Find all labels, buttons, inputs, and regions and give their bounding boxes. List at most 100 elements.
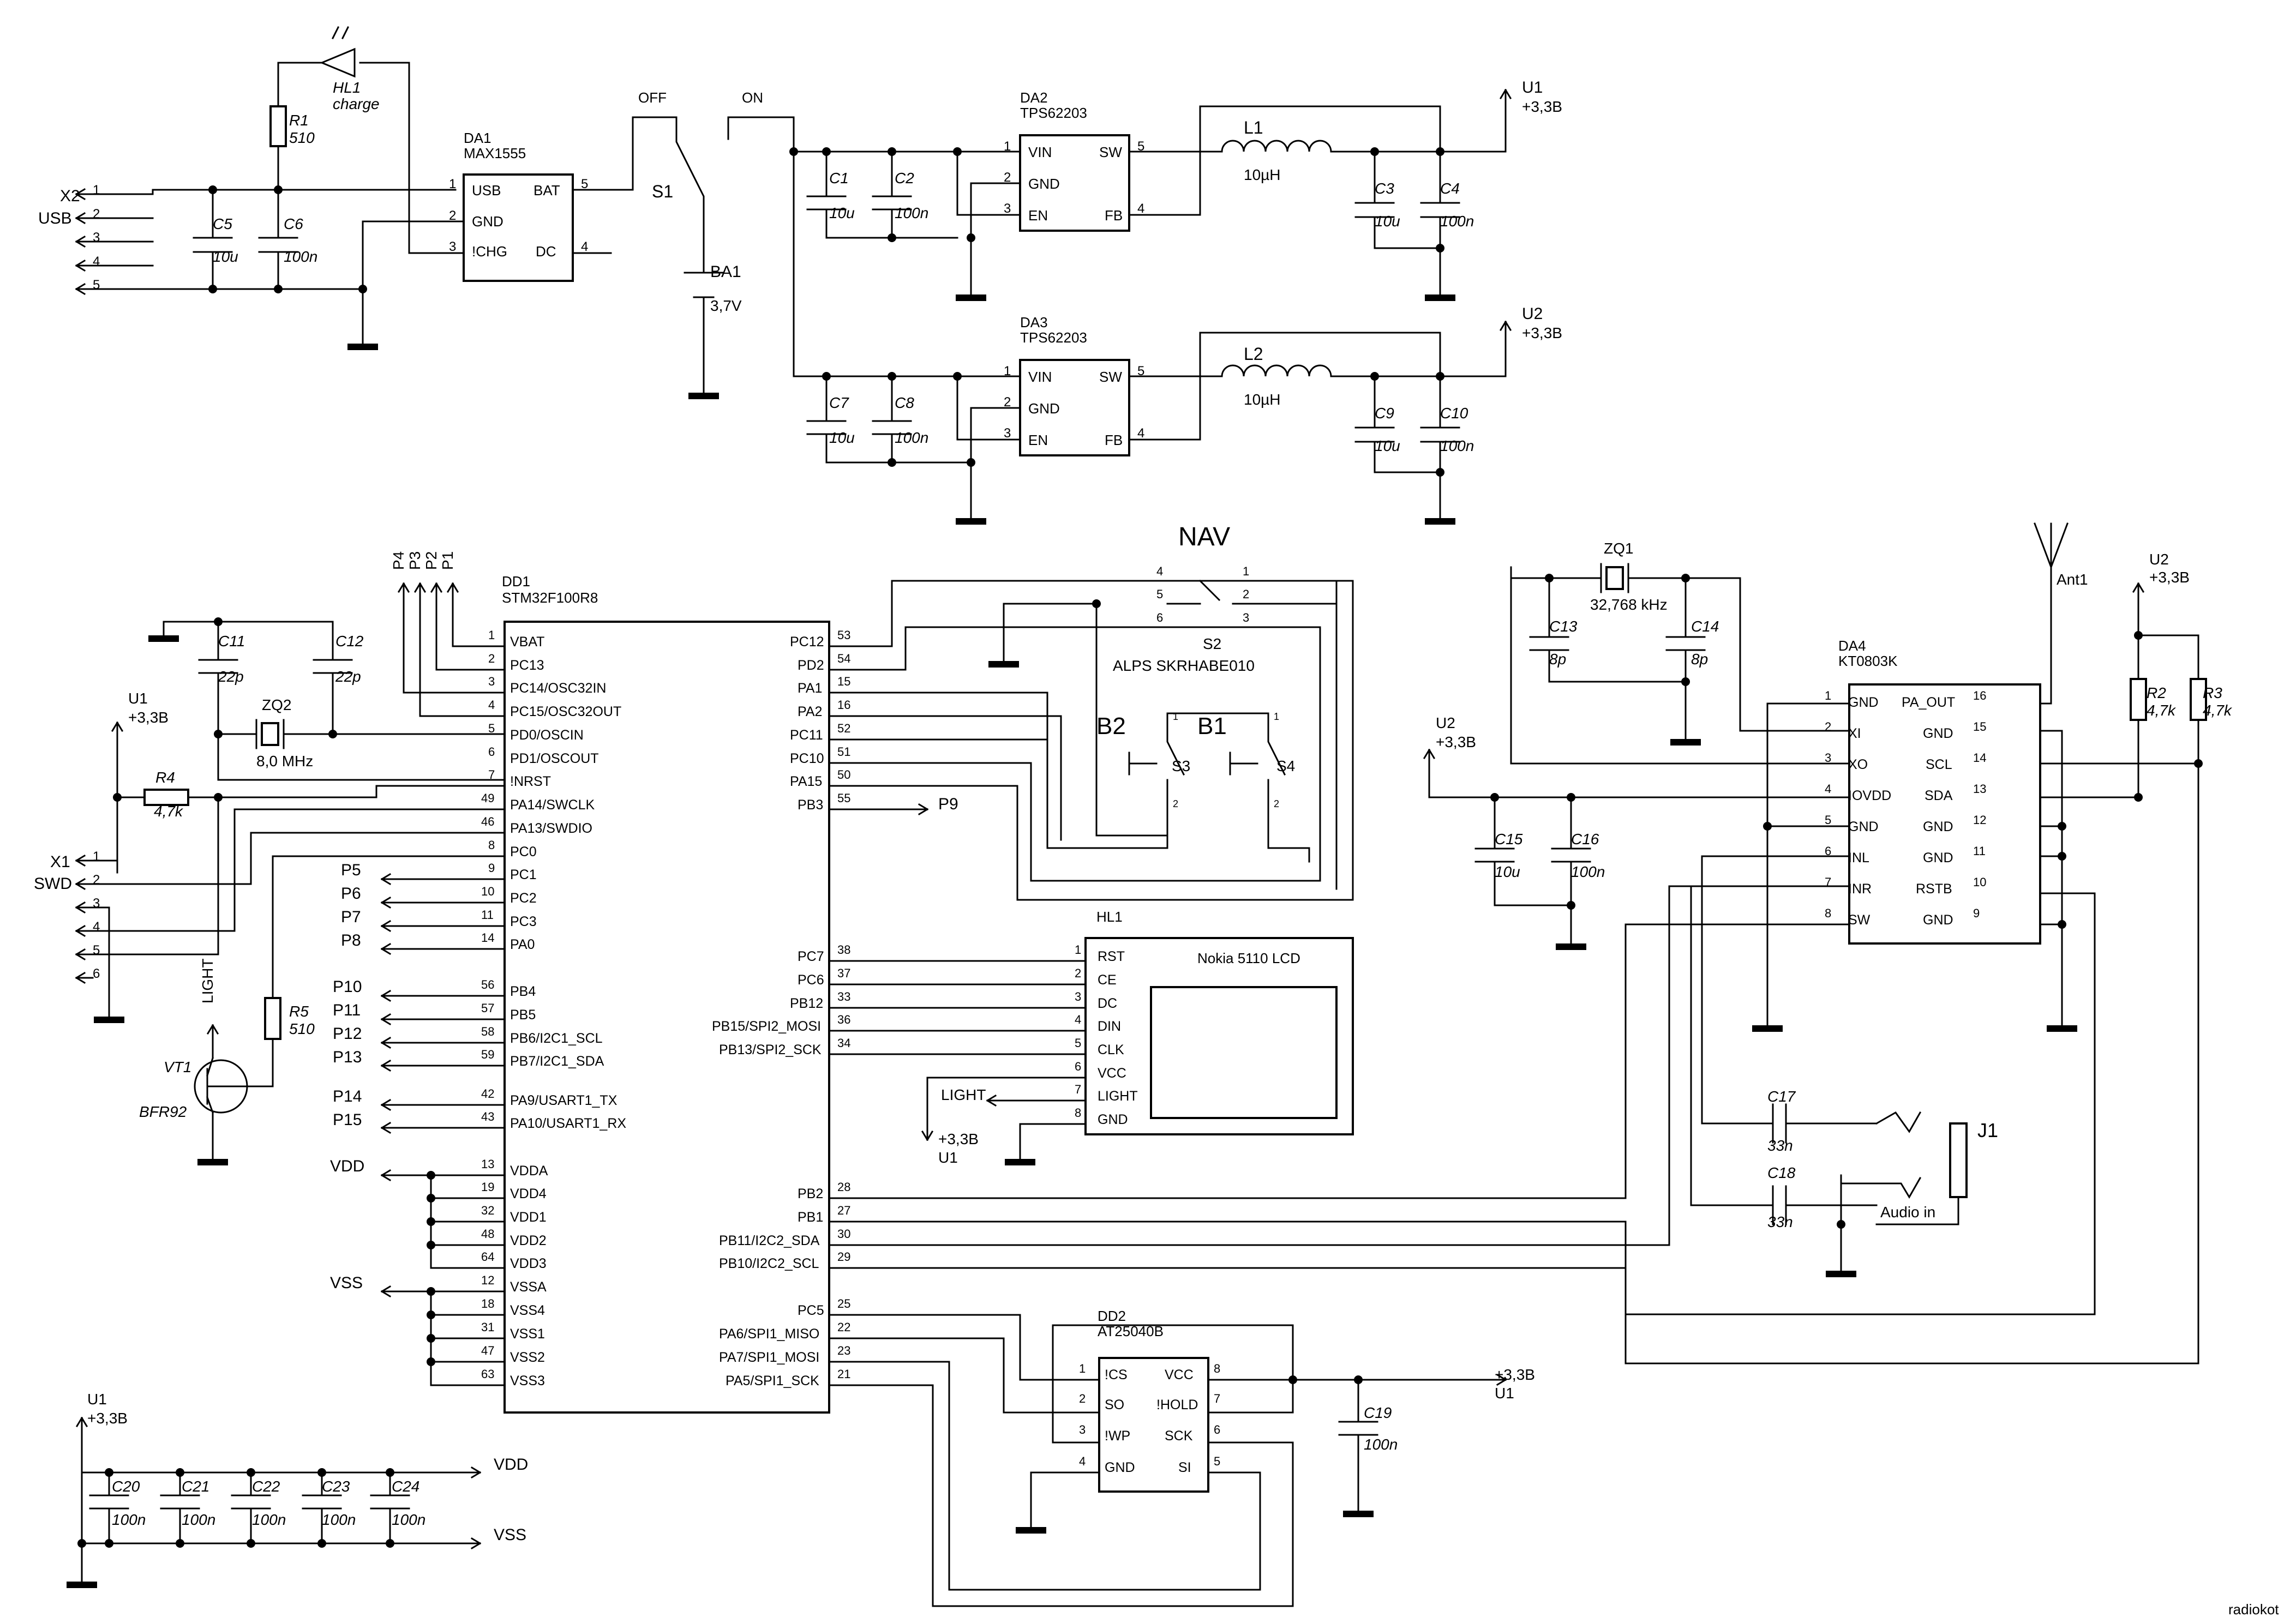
schematic-label: 510 <box>289 1020 315 1037</box>
schematic-label: 10 <box>481 885 494 898</box>
schematic-label: P12 <box>333 1025 362 1043</box>
schematic-label: PB15/SPI2_MOSI <box>712 1019 821 1034</box>
schematic-label: +3,3В <box>1522 98 1562 115</box>
schematic-label: !WP <box>1105 1428 1130 1444</box>
schematic-label: 3 <box>1825 751 1831 765</box>
schematic-label: P13 <box>333 1048 362 1066</box>
schematic-label: B2 <box>1096 713 1126 740</box>
schematic-label: PC13 <box>510 658 544 673</box>
schematic-label: S2 <box>1203 635 1221 652</box>
schematic-label: PA2 <box>798 704 822 719</box>
schematic-label: ZQ1 <box>1604 540 1633 557</box>
schematic-label: U2 <box>1522 305 1543 323</box>
schematic-label: 5 <box>1214 1454 1220 1468</box>
schematic-label: 38 <box>837 943 850 957</box>
schematic-label: 3 <box>1243 611 1249 624</box>
schematic-label: +3,3В <box>1522 324 1562 341</box>
schematic-label: 21 <box>837 1367 850 1381</box>
schematic-label: C19 <box>1364 1404 1392 1421</box>
schematic-label: PB3 <box>798 797 823 813</box>
schematic-label: U1 <box>128 690 148 707</box>
schematic-label: VDD2 <box>510 1233 547 1248</box>
schematic-label: 31 <box>481 1320 494 1334</box>
schematic-label: 5 <box>1137 139 1144 154</box>
schematic-label: PA1 <box>798 681 822 696</box>
schematic-label: C12 <box>335 633 364 650</box>
schematic-label: VIN <box>1028 144 1052 160</box>
schematic-label: SCK <box>1165 1428 1193 1444</box>
schematic-label: P15 <box>333 1111 362 1129</box>
schematic-label: 10u <box>1375 213 1400 230</box>
schematic-label: !NRST <box>510 774 551 789</box>
schematic-label: 6 <box>93 966 100 981</box>
schematic-label: 18 <box>481 1297 494 1311</box>
schematic-label: 11 <box>1973 844 1986 858</box>
schematic-label: P4 <box>390 551 407 570</box>
schematic-label: 8 <box>488 838 495 852</box>
schematic-label: EN <box>1028 207 1048 224</box>
schematic-label: 1 <box>93 183 100 197</box>
schematic-label: C1 <box>829 170 849 187</box>
schematic-label: 100n <box>112 1511 146 1528</box>
schematic-label: PB4 <box>510 984 536 999</box>
schematic-label: Ant1 <box>2057 571 2088 588</box>
schematic-label: VSS3 <box>510 1373 545 1388</box>
schematic-label: 37 <box>837 966 850 980</box>
schematic-label: 4 <box>93 254 100 269</box>
schematic-label: SW <box>1099 369 1122 385</box>
schematic-label: 4,7k <box>2203 702 2233 719</box>
schematic-label: VSS4 <box>510 1303 545 1318</box>
schematic-label: SW <box>1099 144 1122 160</box>
schematic-label: C5 <box>213 215 232 232</box>
schematic-label: GND <box>1923 850 1953 865</box>
schematic-label: 9 <box>1973 906 1980 920</box>
schematic-label: GND <box>1098 1112 1128 1127</box>
schematic-label: BFR92 <box>139 1103 187 1120</box>
schematic-label: ALPS SKRHABE010 <box>1113 657 1255 674</box>
schematic-label: PB1 <box>798 1210 823 1225</box>
schematic-label: 10u <box>829 205 855 221</box>
schematic-label: X1 <box>50 853 70 871</box>
transistor-vt1 <box>194 1059 248 1114</box>
schematic-label: 10µH <box>1244 166 1281 183</box>
schematic-label: 100n <box>895 429 928 446</box>
schematic-label: 22 <box>837 1320 850 1334</box>
resistor-r5 <box>264 997 281 1040</box>
schematic-label: PA6/SPI1_MISO <box>719 1326 819 1342</box>
schematic-label: 19 <box>481 1180 494 1194</box>
schematic-label: 4,7k <box>2147 702 2177 719</box>
schematic-label: 52 <box>837 722 850 735</box>
schematic-label: C21 <box>182 1478 209 1495</box>
schematic-label: 4 <box>581 239 588 254</box>
schematic-label: 22p <box>218 668 244 685</box>
schematic-label: 100n <box>895 205 928 221</box>
schematic-label: 3 <box>1075 990 1081 1003</box>
schematic-label: U1 <box>87 1391 107 1408</box>
schematic-label: RST <box>1098 949 1125 964</box>
lcd-screen <box>1150 986 1338 1119</box>
schematic-label: KT0803K <box>1838 653 1898 669</box>
schematic-label: VCC <box>1165 1367 1194 1382</box>
schematic-label: PA9/USART1_TX <box>510 1093 618 1108</box>
schematic-label: 5 <box>581 177 588 191</box>
schematic-label: GND <box>1923 819 1953 834</box>
ic-dd2 <box>1098 1357 1209 1493</box>
schematic-label: 2 <box>1274 798 1279 809</box>
schematic-label: TPS62203 <box>1020 105 1087 121</box>
schematic-label: 51 <box>837 745 850 759</box>
schematic-label: 49 <box>481 791 494 805</box>
schematic-label: 5 <box>93 278 100 292</box>
schematic-label: 4 <box>1137 426 1144 441</box>
schematic-label: P8 <box>341 931 361 949</box>
schematic-label: 58 <box>481 1025 494 1038</box>
components <box>89 26 2207 1510</box>
schematic-label: P1 <box>439 551 456 570</box>
schematic-label: R2 <box>2147 684 2166 701</box>
schematic-label: 1 <box>1173 711 1178 722</box>
schematic-label: 33 <box>837 990 850 1003</box>
schematic-label: S3 <box>1172 758 1190 774</box>
schematic-label: LIGHT <box>941 1086 986 1103</box>
schematic-label: 7 <box>1075 1083 1081 1096</box>
schematic-label: U2 <box>1436 714 1455 731</box>
